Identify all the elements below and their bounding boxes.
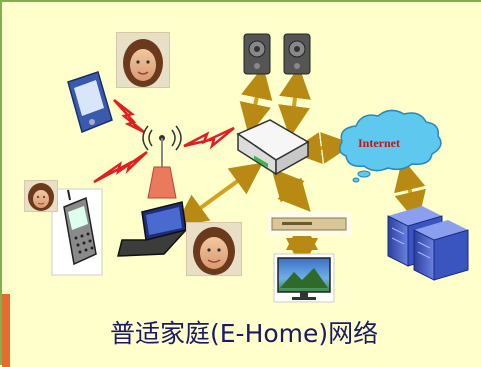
arrow-speaker1-router [239, 66, 273, 136]
speaker-right [283, 33, 311, 75]
arrow-router-player [271, 168, 311, 212]
internet-label: Internet [358, 136, 400, 150]
wireless-link-pda [113, 99, 145, 134]
wireless-link-router [183, 126, 235, 150]
arrow-router-internet [289, 132, 354, 164]
dvd-player [268, 212, 352, 236]
speaker-left [243, 33, 271, 75]
arrow-internet-servers [394, 158, 426, 224]
pda-device [67, 71, 113, 134]
arrow-speaker2-router [278, 66, 311, 138]
mobile-phone [51, 188, 103, 276]
photo-child-top [116, 32, 170, 88]
laptop [117, 201, 189, 257]
wireless-antenna [142, 125, 182, 199]
connection-arrows [175, 66, 426, 270]
photo-child-laptop [186, 222, 242, 276]
television [273, 253, 335, 303]
arrow-router-laptop [175, 162, 263, 227]
wireless-link-phone [93, 150, 148, 184]
photo-child-small [24, 180, 58, 212]
accent-bar [2, 294, 10, 367]
router [236, 119, 310, 176]
diagram-caption: 普适家庭(E-Home)网络 [110, 319, 379, 348]
servers [387, 206, 469, 281]
internet-cloud [339, 109, 442, 183]
